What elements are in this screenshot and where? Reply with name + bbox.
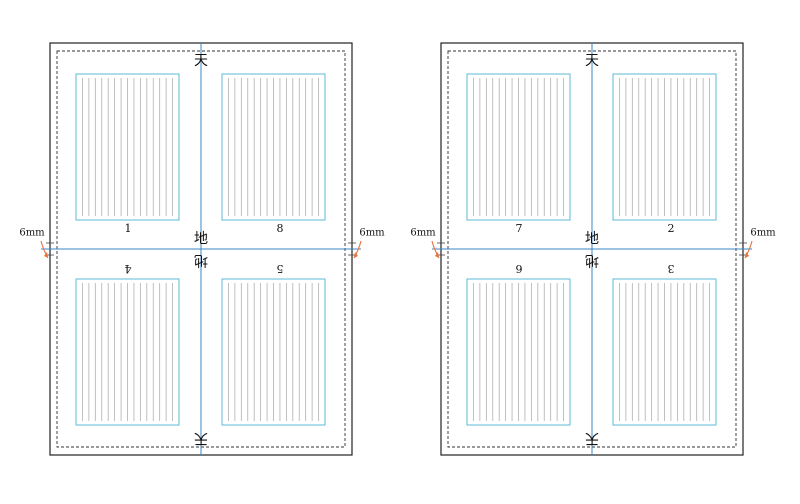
page-box [466, 73, 571, 221]
margin-label: 6mm [359, 228, 385, 239]
page-ruling-lines [473, 78, 564, 216]
center-bottom-label-inverted: 地 [585, 252, 599, 268]
margin-label: 6mm [410, 228, 436, 239]
page-ruling-lines [228, 283, 319, 421]
bottom-top-label-inverted: 天 [585, 430, 599, 446]
page-number: 5 [277, 262, 284, 275]
page-number: 3 [668, 262, 675, 275]
page-ruling-lines [82, 283, 173, 421]
page-number: 2 [668, 222, 675, 235]
left-margin-callout: 6mm [19, 228, 54, 259]
center-bottom-label: 地 [585, 231, 599, 247]
page-ruling-lines [473, 283, 564, 421]
page-number: 6 [516, 262, 523, 275]
page-box [612, 73, 717, 221]
top-label: 天 [585, 53, 599, 69]
page-number: 7 [516, 222, 523, 235]
page-box [75, 73, 180, 221]
page-ruling-lines [228, 78, 319, 216]
page-box [466, 278, 571, 426]
page-box [612, 278, 717, 426]
margin-arrowhead-icon [435, 252, 439, 258]
bottom-top-label-inverted: 天 [194, 430, 208, 446]
page-ruling-lines [82, 78, 173, 216]
page-ruling-lines [619, 283, 710, 421]
top-label: 天 [194, 53, 208, 69]
page-number: 1 [125, 222, 132, 235]
page-box [221, 73, 326, 221]
page-box [221, 278, 326, 426]
left-margin-callout: 6mm [410, 228, 445, 259]
center-bottom-label: 地 [194, 231, 208, 247]
right-margin-callout: 6mm [739, 228, 776, 259]
margin-arrowhead-icon [354, 252, 358, 258]
right-margin-callout: 6mm [348, 228, 385, 259]
page-number: 4 [125, 262, 132, 275]
margin-label: 6mm [19, 228, 45, 239]
center-bottom-label-inverted: 地 [194, 252, 208, 268]
page-ruling-lines [619, 78, 710, 216]
margin-arrowhead-icon [745, 252, 749, 258]
margin-arrowhead-icon [44, 252, 48, 258]
margin-label: 6mm [750, 228, 776, 239]
page-number: 8 [277, 222, 284, 235]
page-box [75, 278, 180, 426]
